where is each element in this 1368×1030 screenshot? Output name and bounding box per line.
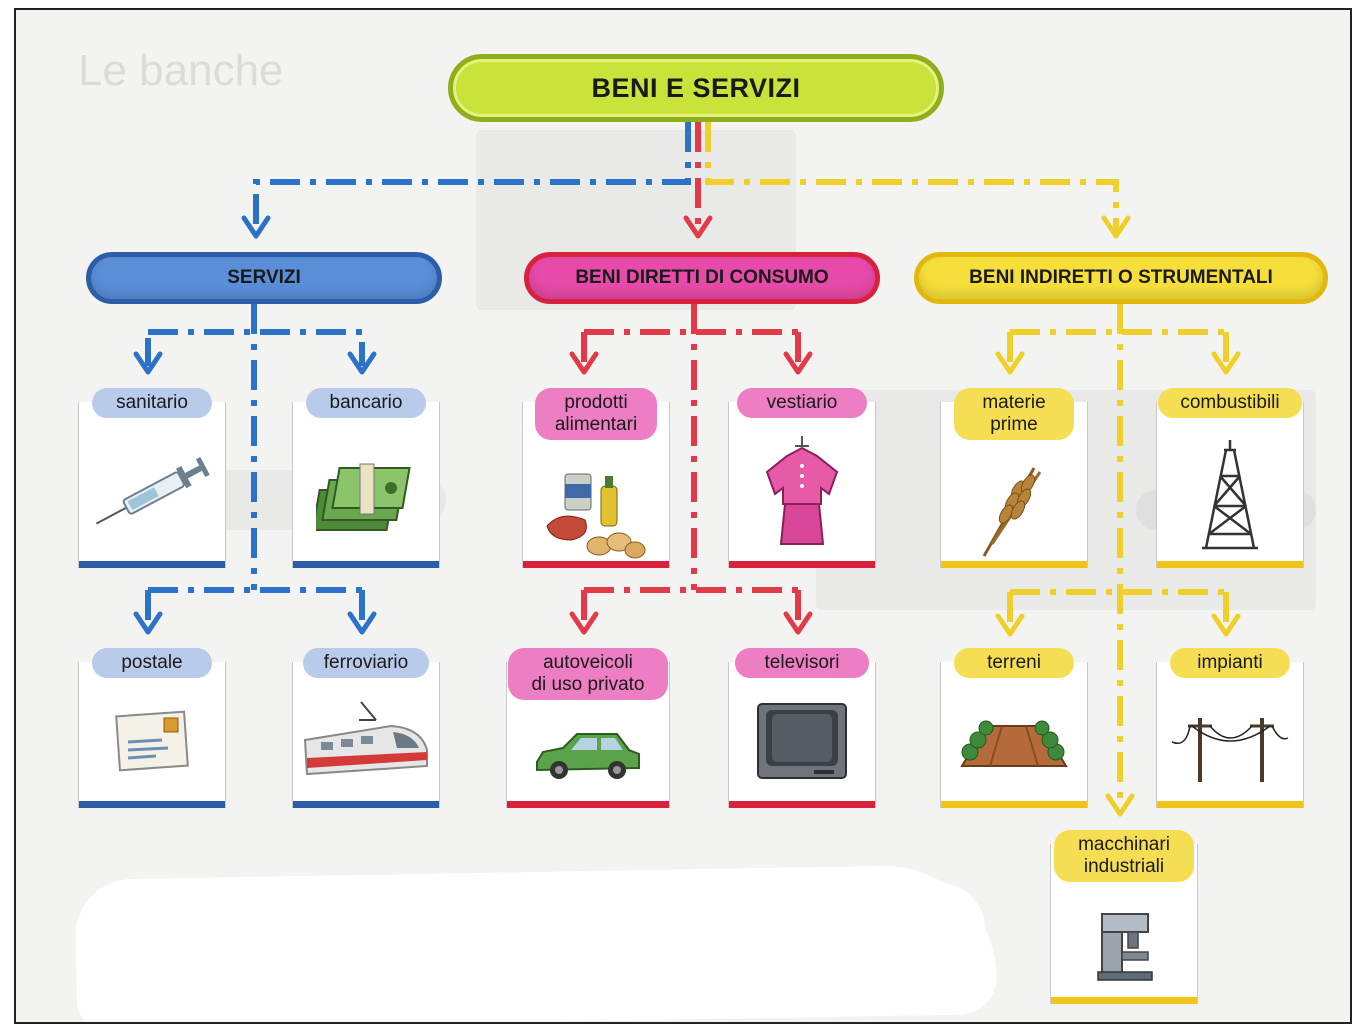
card-bar [1157,801,1303,808]
link-indiretti-top [1007,329,1229,366]
tv-icon [757,703,847,779]
card-label-line: alimentari [554,414,638,435]
machine-tool-icon [1097,913,1153,981]
arrowhead [569,351,599,375]
card-bar [293,561,439,568]
card-postale: postale [78,648,226,808]
card-bar [941,561,1087,568]
card-ferroviario: ferroviario [292,648,440,808]
card-label: macchinari industriali [1054,830,1194,882]
card-bancario: bancario [292,388,440,568]
link-diretti-top [581,329,801,366]
card-autoveicoli: autoveicoli di uso privato [506,648,670,808]
train-icon [303,701,428,776]
link-root-indiretti [705,122,1119,232]
link-indiretti-bottom [1007,589,1229,628]
card-label: combustibili [1158,388,1302,418]
card-bar [79,801,225,808]
card-televisori: televisori [728,648,876,808]
link-root-servizi [253,122,691,232]
arrowhead [683,215,713,239]
arrowhead [1211,613,1241,637]
arrowhead [783,351,813,375]
food-icon [546,473,646,559]
dress-icon [765,436,839,545]
oil-derrick-icon [1202,440,1258,550]
card-impianti: impianti [1156,648,1304,808]
arrowhead [133,611,163,635]
category-beni-diretti: BENI DIRETTI DI CONSUMO [524,252,880,304]
card-label-line: materie [982,392,1046,413]
arrowhead [1101,215,1131,239]
banknotes-icon [316,463,411,531]
card-label: terreni [954,648,1074,678]
card-bar [507,801,669,808]
card-bar [729,801,875,808]
card-label: bancario [306,388,426,418]
arrowhead [783,611,813,635]
card-label-line: industriali [1083,856,1165,877]
card-label-line: prodotti [564,392,628,413]
card-label-line: di uso privato [531,674,645,695]
land-icon [960,720,1068,767]
card-label: materie prime [954,388,1074,440]
card-bar [729,561,875,568]
link-diretti-bottom [581,587,801,626]
card-bar [1051,997,1197,1004]
card-bar [79,561,225,568]
card-bar [523,561,669,568]
root-node: BENI E SERVIZI [448,54,944,122]
card-label: prodotti alimentari [535,388,657,440]
power-lines-icon [1171,718,1289,782]
arrowhead [133,351,163,375]
arrowhead [241,215,271,239]
card-label-line: autoveicoli [543,652,633,673]
card-combustibili: combustibili [1156,388,1304,568]
card-label-line: prime [990,414,1038,435]
link-servizi-bottom [145,587,365,626]
category-beni-indiretti: BENI INDIRETTI O STRUMENTALI [914,252,1328,304]
card-terreni: terreni [940,648,1088,808]
arrowhead [347,611,377,635]
card-vestiario: vestiario [728,388,876,568]
letter-icon [115,710,189,772]
link-servizi-top [145,329,365,366]
card-sanitario: sanitario [78,388,226,568]
car-icon [536,733,640,779]
card-bar [941,801,1087,808]
arrowhead [347,351,377,375]
card-label: postale [92,648,212,678]
card-label: autoveicoli di uso privato [508,648,668,700]
arrowhead [995,351,1025,375]
card-prodotti-alimentari: prodotti alimentari [522,388,670,568]
diagram-page: Le banche [14,8,1352,1024]
connector-lines [133,122,1241,817]
arrowhead [1105,793,1135,817]
card-bar [293,801,439,808]
arrowhead [569,611,599,635]
arrowhead [1211,351,1241,375]
wheat-icon [982,467,1042,557]
card-materie-prime: materie prime [940,388,1088,568]
card-label: ferroviario [303,648,429,678]
syringe-icon [95,457,210,525]
card-label: televisori [735,648,869,678]
card-macchinari-industriali: macchinari industriali [1050,830,1198,1004]
card-label: impianti [1170,648,1290,678]
category-servizi: SERVIZI [86,252,442,304]
arrowhead [995,613,1025,637]
card-bar [1157,561,1303,568]
card-label: vestiario [737,388,867,418]
card-label: sanitario [92,388,212,418]
card-label-line: macchinari [1078,834,1170,855]
